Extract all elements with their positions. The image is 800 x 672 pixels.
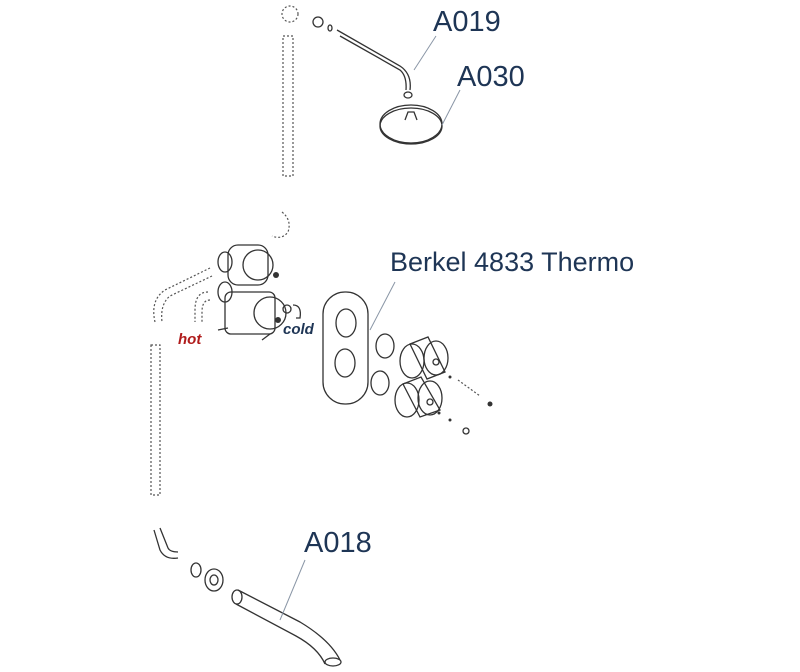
screws — [437, 375, 493, 435]
label-a030: A030 — [457, 61, 525, 93]
cover-plate — [322, 291, 369, 405]
label-mixer: Berkel 4833 Thermo — [390, 247, 635, 277]
shower-arm — [312, 16, 413, 99]
control-handles — [394, 336, 449, 418]
riser-pipe-top — [281, 5, 299, 177]
hot-supply-pipe — [153, 267, 213, 323]
label-a019: A019 — [433, 6, 501, 38]
label-a018: A018 — [304, 527, 372, 559]
riser-pipe-bottom — [150, 344, 161, 496]
leader-a019 — [413, 35, 437, 71]
elbow-fitting — [271, 211, 290, 238]
leader-a030 — [441, 89, 461, 126]
bath-spout — [153, 527, 342, 667]
o-ring — [370, 370, 390, 396]
leader-mixer — [369, 281, 396, 331]
thermostatic-mixer-body — [217, 244, 301, 341]
shower-head — [379, 104, 443, 145]
label-hot: hot — [178, 331, 202, 348]
leader-a018 — [279, 559, 306, 621]
o-ring — [375, 333, 395, 359]
label-cold: cold — [283, 321, 314, 338]
